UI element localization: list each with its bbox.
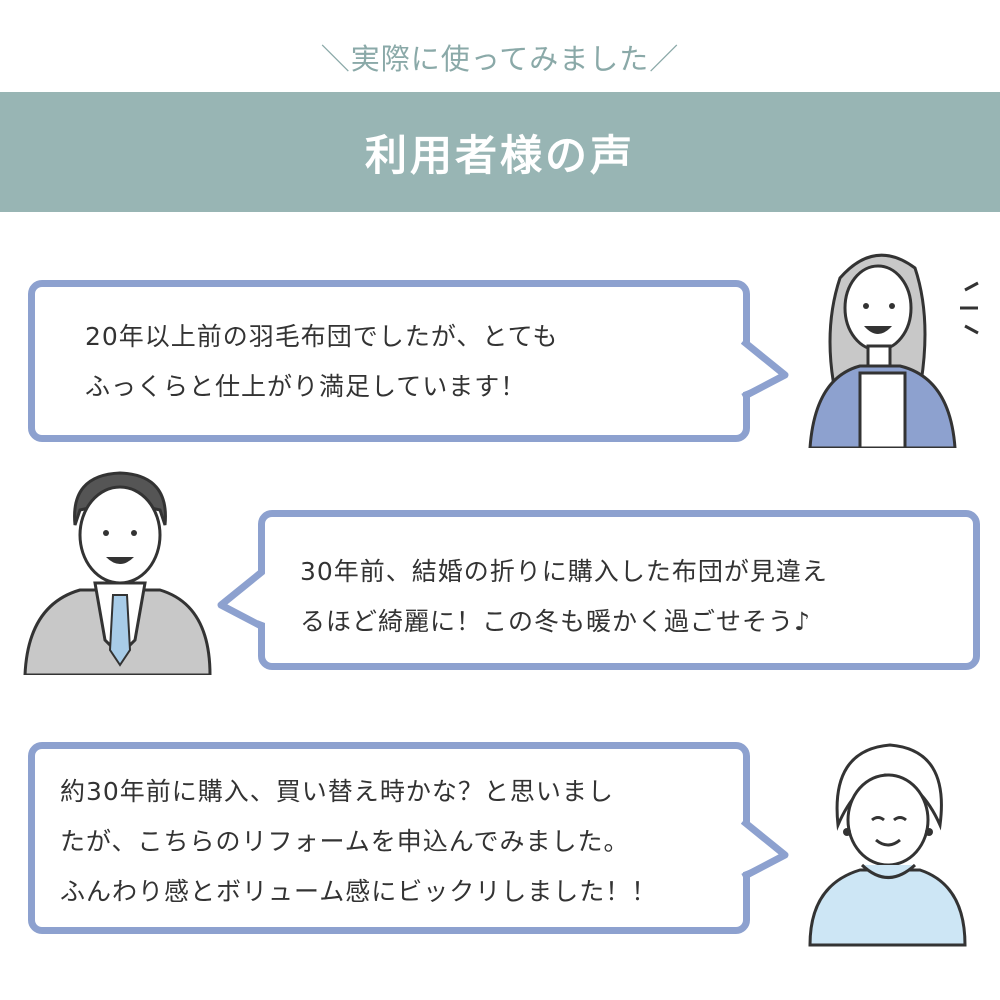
speech-bubble-1: 20年以上前の羽毛布団でしたが、とても ふっくらと仕上がり満足しています！ xyxy=(28,280,750,442)
woman-avatar-icon xyxy=(808,253,979,448)
page-title: 利用者様の声 xyxy=(364,130,635,180)
testimonial-text-1: 20年以上前の羽毛布団でしたが、とても ふっくらと仕上がり満足しています！ xyxy=(85,322,559,401)
bubble-tail-1 xyxy=(741,338,789,401)
testimonial-text-2: 30年前、結婚の折りに購入した布団が見違え るほど綺麗に！この冬も暖かく過ごせそ… xyxy=(300,557,828,636)
subtitle: ＼実際に使ってみました／ xyxy=(320,42,680,76)
bubble-tail-2 xyxy=(217,568,265,631)
businessman-avatar-icon xyxy=(23,471,212,675)
testimonial-text-3: 約30年前に購入、買い替え時かな？と思いまし たが、こちらのリフォームを申込んで… xyxy=(60,777,658,906)
title-banner: 利用者様の声 xyxy=(0,92,1000,212)
bubble-tail-3 xyxy=(741,818,789,881)
speech-bubble-2: 30年前、結婚の折りに購入した布団が見違え るほど綺麗に！この冬も暖かく過ごせそ… xyxy=(258,510,980,670)
speech-bubble-3: 約30年前に購入、買い替え時かな？と思いまし たが、こちらのリフォームを申込んで… xyxy=(28,742,750,934)
elderly-woman-avatar-icon xyxy=(808,743,967,947)
